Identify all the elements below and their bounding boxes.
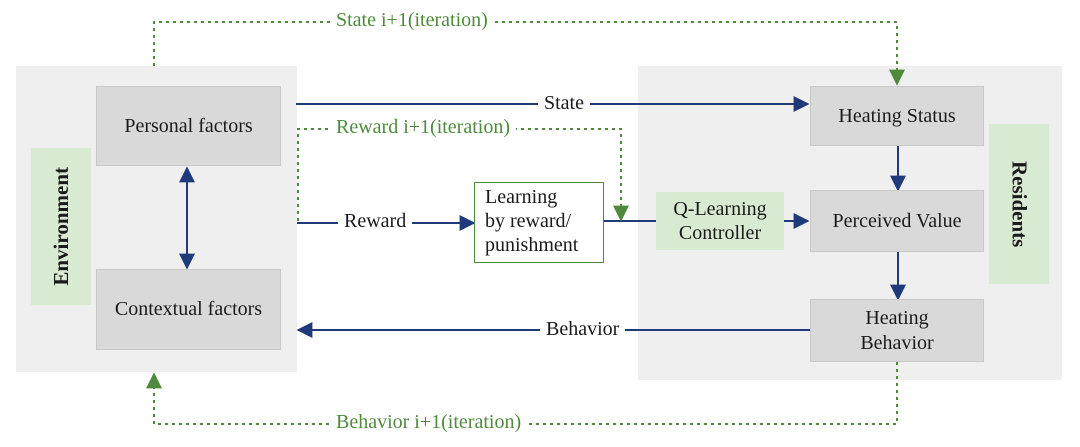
residents-label-box: Residents: [989, 124, 1049, 284]
q-learning-controller-box: Q-Learning Controller: [656, 192, 784, 250]
learning-line-1: Learning: [485, 186, 558, 208]
heating-behavior-line-1: Heating: [865, 306, 929, 329]
heating-behavior-box: Heating Behavior: [810, 299, 984, 362]
state-iteration-loop: [153, 21, 905, 86]
personal-factors-label: Personal factors: [124, 114, 253, 137]
perceived-value-label: Perceived Value: [832, 209, 962, 232]
reward-iteration-label: Reward i+1(iteration): [330, 116, 516, 139]
controller-line-2: Controller: [678, 222, 762, 244]
environment-label: Environment: [48, 167, 73, 286]
reward-flow-label: Reward: [338, 210, 413, 233]
heating-status-box: Heating Status: [810, 86, 984, 146]
behavior-flow-label: Behavior: [540, 318, 626, 341]
behavior-iteration-label: Behavior i+1(iteration): [330, 411, 528, 434]
contextual-factors-label: Contextual factors: [114, 298, 263, 320]
personal-factors-box: Personal factors: [96, 86, 281, 166]
environment-label-box: Environment: [31, 148, 91, 305]
learning-line-3: punishment: [485, 234, 579, 256]
controller-line-1: Q-Learning: [673, 198, 767, 220]
heating-status-label: Heating Status: [838, 104, 956, 127]
state-flow-label: State: [538, 92, 590, 115]
state-iteration-label: State i+1(iteration): [330, 9, 494, 32]
perceived-value-box: Perceived Value: [810, 190, 984, 252]
heating-behavior-line-2: Behavior: [860, 331, 934, 354]
learning-box: Learning by reward/ punishment: [474, 182, 604, 263]
learning-line-2: by reward/: [485, 210, 572, 232]
contextual-factors-box: Contextual factors: [96, 269, 281, 350]
behavior-iteration-loop: [146, 362, 898, 425]
residents-label: Residents: [1007, 160, 1032, 248]
